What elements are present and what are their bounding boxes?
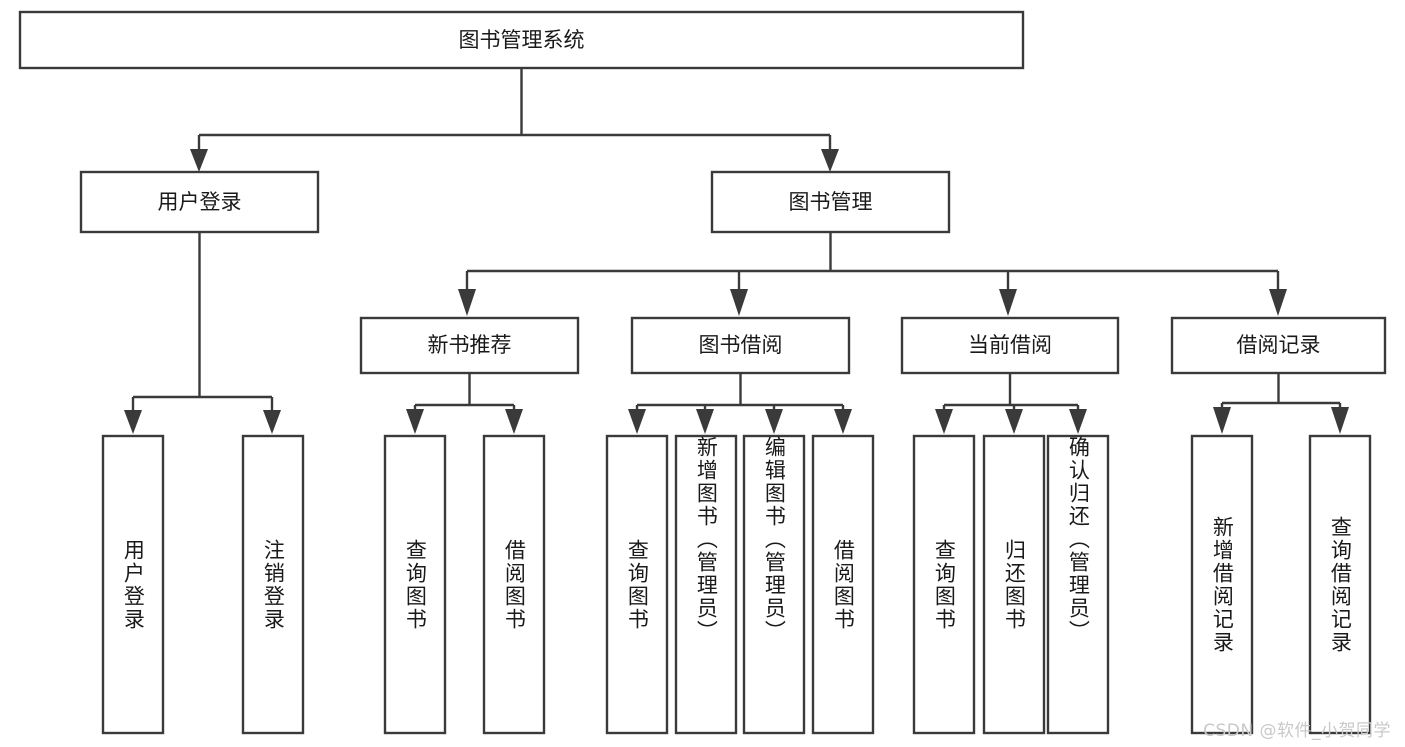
node-book-manage-box[interactable]	[710, 170, 951, 234]
arrow-to-book-manage-icon	[821, 149, 839, 172]
node-new-book-recommend-box[interactable]	[359, 316, 580, 375]
leaf-box-cb-return-book[interactable]	[982, 434, 1046, 735]
arrow-to-leaf-logout-icon	[263, 410, 281, 434]
leaf-box-logout[interactable]	[241, 434, 305, 735]
arrow-to-current-borrow-icon	[999, 289, 1017, 316]
arrow-to-bb-leaf-4-icon	[834, 409, 852, 434]
arrow-to-book-borrow-icon	[730, 289, 748, 316]
node-book-manage-label: 图书管理	[789, 190, 873, 214]
node-root-label: 图书管理系统	[459, 28, 585, 52]
arrow-to-leaf-user-login-icon	[124, 410, 142, 434]
arrow-to-bb-leaf-3-icon	[765, 409, 783, 434]
node-book-borrow-label: 图书借阅	[699, 333, 783, 357]
arrow-to-br-leaf-2-icon	[1331, 407, 1349, 434]
arrow-to-br-leaf-1-icon	[1213, 407, 1231, 434]
leaf-box-user-login[interactable]	[101, 434, 165, 735]
arrow-to-cb-leaf-1-icon	[935, 409, 953, 434]
leaf-box-bb-add-book[interactable]	[674, 434, 738, 735]
leaf-box-cb-confirm-return[interactable]	[1046, 434, 1110, 735]
arrow-to-cb-leaf-3-icon	[1069, 409, 1087, 434]
leaf-box-nb-query-book[interactable]	[383, 434, 447, 735]
arrow-to-cb-leaf-2-icon	[1005, 409, 1023, 434]
arrow-to-nb-leaf-1-icon	[406, 409, 424, 434]
arrow-to-new-book-icon	[458, 289, 476, 316]
leaf-box-br-add-record[interactable]	[1190, 434, 1254, 735]
node-borrow-record-label: 借阅记录	[1237, 333, 1321, 357]
arrow-to-user-login-icon	[190, 149, 208, 172]
node-user-login-label: 用户登录	[158, 190, 242, 214]
node-current-borrow-box[interactable]	[900, 316, 1120, 375]
arrow-to-nb-leaf-2-icon	[505, 409, 523, 434]
node-new-book-recommend-label: 新书推荐	[428, 333, 512, 357]
arrow-to-bb-leaf-2-icon	[696, 409, 714, 434]
arrow-to-borrow-record-icon	[1269, 289, 1287, 316]
node-root-box[interactable]	[18, 10, 1025, 70]
node-book-borrow-box[interactable]	[630, 316, 851, 375]
leaf-box-br-query-record[interactable]	[1308, 434, 1372, 735]
node-borrow-record-box[interactable]	[1170, 316, 1387, 375]
leaf-box-bb-query-book[interactable]	[605, 434, 669, 735]
node-current-borrow-label: 当前借阅	[968, 333, 1052, 357]
leaf-box-cb-query-book[interactable]	[912, 434, 976, 735]
leaf-box-bb-edit-book[interactable]	[742, 434, 806, 735]
csdn-watermark: CSDN @软件_小贺同学	[1203, 721, 1391, 741]
leaf-box-bb-borrow-book[interactable]	[811, 434, 875, 735]
arrow-to-bb-leaf-1-icon	[628, 409, 646, 434]
leaf-box-nb-borrow-book[interactable]	[482, 434, 546, 735]
